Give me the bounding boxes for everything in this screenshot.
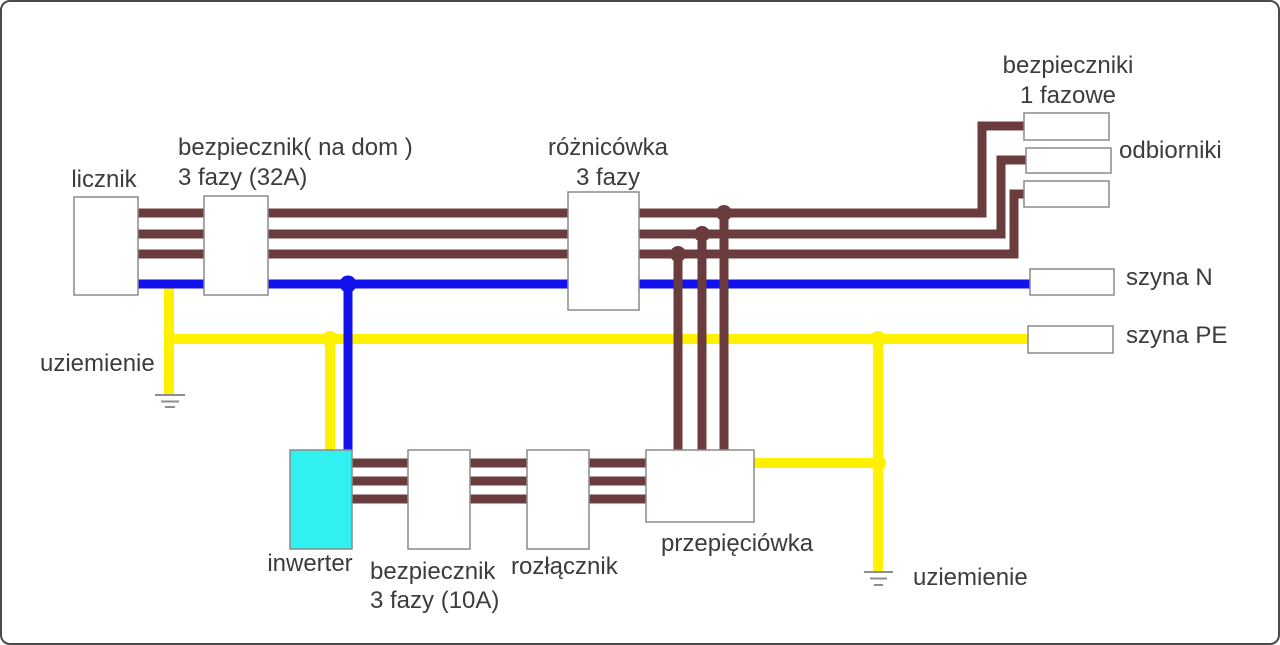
inverter-box xyxy=(289,449,353,550)
meter-label: licznik xyxy=(71,166,137,193)
rcd-label-line1: różnicówka xyxy=(547,134,669,161)
phase-l1-junction-dot xyxy=(716,205,732,221)
single-phase-fuses-label-line1: bezpieczniki xyxy=(1002,52,1134,79)
inverter-fuse-label: bezpiecznik 3 fazy (10A) xyxy=(370,557,499,615)
phase-l1-line xyxy=(138,121,1024,218)
main-fuse-box xyxy=(203,195,269,296)
phase-l3-junction-dot xyxy=(670,246,686,262)
single-phase-fuse-box-1 xyxy=(1023,112,1110,141)
meter-box xyxy=(73,196,139,296)
single-phase-fuse-box-3 xyxy=(1023,180,1110,208)
ground-symbol-right xyxy=(864,571,893,586)
main-fuse-label-line1: bezpiecznik( na dom ) xyxy=(178,134,413,161)
rcd-label-line2: 3 fazy xyxy=(575,164,641,191)
phase-l2-junction-dot xyxy=(694,226,710,242)
pe-bus-label: szyna PE xyxy=(1126,322,1228,349)
disconnector-box xyxy=(526,449,590,550)
neutral-bus-box xyxy=(1029,268,1115,296)
ground-symbol-left xyxy=(155,394,185,408)
inverter-fuse-label-line2: 3 fazy (10A) xyxy=(370,587,500,614)
earth-wiring xyxy=(164,284,1028,572)
loads-label: odbiorniki xyxy=(1119,137,1222,164)
pe-junction-dot-surge xyxy=(870,455,886,471)
disconnector-label: rozłącznik xyxy=(511,553,618,580)
grounding-right-label: uziemienie xyxy=(913,564,1028,591)
component-boxes xyxy=(73,112,1115,550)
grounding-left-label: uziemienie xyxy=(40,350,155,377)
inverter-label: inwerter xyxy=(267,550,353,577)
single-phase-fuse-box-2 xyxy=(1025,147,1112,174)
main-fuse-label: bezpiecznik( na dom ) 3 fazy (32A) xyxy=(178,133,413,193)
single-phase-fuses-label: bezpieczniki 1 fazowe xyxy=(993,51,1143,111)
rcd-box xyxy=(567,191,640,311)
inverter-fuse-box xyxy=(407,449,471,550)
inverter-fuse-label-line1: bezpiecznik xyxy=(370,558,496,585)
n-bus-label: szyna N xyxy=(1126,264,1213,291)
surge-protector-label: przepięciówka xyxy=(661,530,814,557)
pe-junction-dot-bus xyxy=(870,331,886,347)
rcd-label: różnicówka 3 fazy xyxy=(533,133,683,193)
main-fuse-label-line2: 3 fazy (32A) xyxy=(178,164,308,191)
surge-protector-box xyxy=(645,449,755,523)
pe-junction-dot-inverter xyxy=(322,331,338,347)
single-phase-fuses-label-line2: 1 fazowe xyxy=(1019,82,1117,109)
neutral-junction-dot xyxy=(339,275,357,293)
pe-bus-box xyxy=(1027,325,1114,354)
